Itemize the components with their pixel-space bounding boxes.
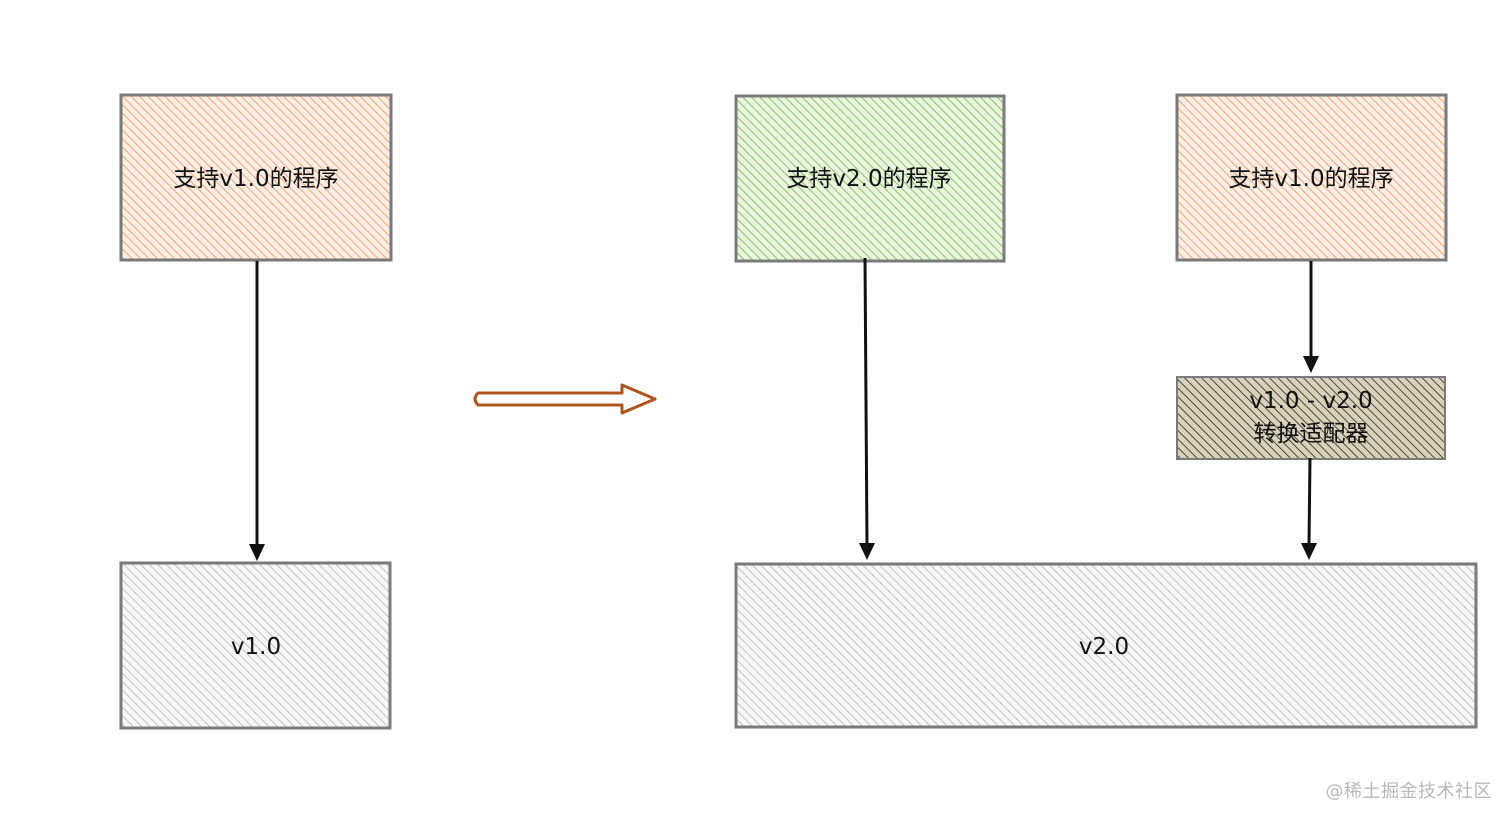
left-version-box: v1.0 (119, 561, 392, 730)
watermark: @稀土掘金技术社区 (1325, 781, 1492, 802)
right-version-box: v2.0 (734, 562, 1478, 729)
arrow-adapter-head (1301, 543, 1317, 560)
adapter-box: v1.0 - v2.0 转换适配器 (1176, 376, 1446, 460)
adapter-label-line1: v1.0 - v2.0 (1249, 388, 1372, 414)
left-arrow-head (249, 544, 265, 561)
right-program-v2-box: 支持v2.0的程序 (734, 94, 1006, 263)
arrow-v1program-head (1303, 356, 1319, 373)
right-program-v1-box: 支持v1.0的程序 (1175, 93, 1448, 262)
left-version-label: v1.0 (231, 634, 281, 660)
left-program-box: 支持v1.0的程序 (119, 93, 393, 262)
right-version-label: v2.0 (1079, 634, 1129, 660)
arrow-v2program-to-v2 (863, 257, 869, 546)
right-program-v1-label: 支持v1.0的程序 (1228, 166, 1393, 192)
arrow-v2program-head (859, 543, 875, 560)
transition-arrow (473, 383, 657, 415)
adapter-label-line2: 转换适配器 (1254, 421, 1369, 447)
right-program-v2-label: 支持v2.0的程序 (786, 166, 951, 192)
left-program-label: 支持v1.0的程序 (173, 166, 338, 192)
arrow-adapter-to-v2 (1307, 457, 1312, 546)
